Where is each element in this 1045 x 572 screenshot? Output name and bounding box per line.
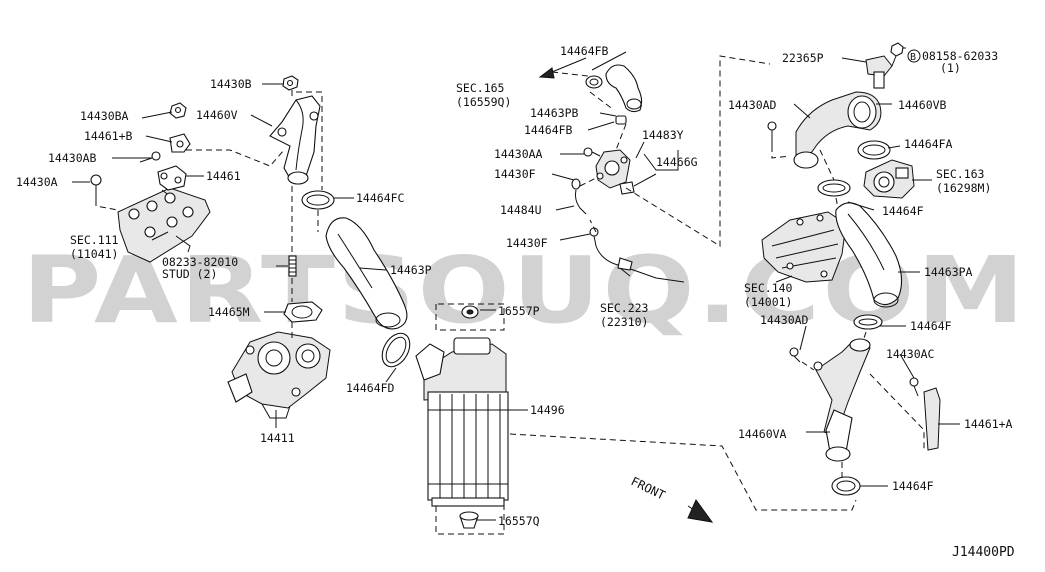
label-sec111-number: (11041) xyxy=(70,247,118,261)
label-14430aa: 14430AA xyxy=(494,147,543,161)
label-14464fa: 14464FA xyxy=(904,137,953,151)
label-sec223: SEC.223 xyxy=(600,301,649,315)
label-14463pa: 14463PA xyxy=(924,265,973,279)
hose-14463pb-part[interactable] xyxy=(605,64,643,113)
label-14464fd: 14464FD xyxy=(346,381,395,395)
label-14466g: 14466G xyxy=(656,155,698,169)
label-sec165-number: (16559Q) xyxy=(456,95,511,109)
label-14460vb: 14460VB xyxy=(898,98,947,112)
label-14461a: 14461+A xyxy=(964,417,1013,431)
bolt-14430ab-part[interactable] xyxy=(139,151,161,163)
label-sec223-number: (22310) xyxy=(600,315,648,329)
label-16557p: 16557P xyxy=(498,304,540,318)
b-circle-icon xyxy=(907,49,921,63)
label-b-circle: B xyxy=(910,52,916,63)
turbo-outlet-pipe-14460v-part[interactable] xyxy=(269,95,321,185)
label-14464fb-top: 14464FB xyxy=(560,44,609,58)
stud-part[interactable] xyxy=(288,255,297,277)
label-14460va: 14460VA xyxy=(738,427,787,441)
bolt-14430ad-mid-part[interactable] xyxy=(789,347,801,363)
intercooler-14496-part[interactable] xyxy=(415,337,509,507)
bolt-14430ac-part[interactable] xyxy=(909,377,919,397)
bolt-08158-62033-part[interactable] xyxy=(890,42,904,67)
sec165-arrow-icon xyxy=(538,57,587,79)
label-14430f-bot: 14430F xyxy=(506,236,548,250)
bracket-14461b-part[interactable] xyxy=(169,133,191,153)
label-14430ba: 14430BA xyxy=(80,109,129,123)
label-bolt-partno: 08158-62033 xyxy=(922,49,998,63)
grommet-16557q-part[interactable] xyxy=(459,511,479,529)
clamp-14464fb-mid-part[interactable] xyxy=(615,115,627,125)
throttle-body-part[interactable] xyxy=(863,159,915,199)
gasket-14466g-part[interactable] xyxy=(619,181,635,195)
label-sec111: SEC.111 xyxy=(70,233,119,247)
pipe-14460va-part[interactable] xyxy=(813,338,871,462)
label-14463pb: 14463PB xyxy=(530,106,579,120)
hose-14484u-part[interactable] xyxy=(571,178,685,283)
label-14463p: 14463P xyxy=(390,263,432,277)
bolt-14430a-part[interactable] xyxy=(90,174,102,200)
grommet-16557p-part[interactable] xyxy=(461,305,479,319)
bolt-14430aa-part[interactable] xyxy=(583,147,601,157)
clamp-14464f-2-part[interactable] xyxy=(853,314,883,330)
label-16557q: 16557Q xyxy=(498,514,540,528)
bracket-14461a-part[interactable] xyxy=(923,387,941,451)
label-14430f-top: 14430F xyxy=(494,167,536,181)
label-stud-partno: 08233-82010 xyxy=(162,255,238,269)
label-14430ad-mid: 14430AD xyxy=(760,313,809,327)
label-14464f-1: 14464F xyxy=(882,204,924,218)
nut-14430b-part[interactable] xyxy=(282,75,299,91)
label-14430a: 14430A xyxy=(16,175,58,189)
label-sec165: SEC.165 xyxy=(456,81,504,95)
diagram-code: J14400PD xyxy=(952,545,1015,560)
label-14430ad-top: 14430AD xyxy=(728,98,777,112)
turbocharger-14411-part[interactable] xyxy=(227,331,331,419)
label-14430b: 14430B xyxy=(210,77,252,91)
label-14461: 14461 xyxy=(206,169,241,183)
label-sec163: SEC.163 xyxy=(936,167,985,181)
gasket-14465m-part[interactable] xyxy=(283,301,323,323)
bracket-14461-part[interactable] xyxy=(157,165,187,191)
label-bolt-qty: (1) xyxy=(940,61,961,75)
clamp-14464f-3-part[interactable] xyxy=(831,476,861,496)
clamp-14464f-1-part[interactable] xyxy=(817,179,851,197)
label-14430ac: 14430AC xyxy=(886,347,935,361)
label-14411: 14411 xyxy=(260,431,295,445)
label-sec140: SEC.140 xyxy=(744,281,793,295)
label-14460v: 14460V xyxy=(196,108,238,122)
label-14430ab: 14430AB xyxy=(48,151,97,165)
label-14484u: 14484U xyxy=(500,203,542,217)
label-14461b: 14461+B xyxy=(84,129,133,143)
label-sec163-number: (16298M) xyxy=(936,181,991,195)
hose-14463p-part[interactable] xyxy=(325,217,408,330)
label-sec140-number: (14001) xyxy=(744,295,792,309)
clamp-14464fb-top-part[interactable] xyxy=(585,75,603,89)
label-14465m: 14465M xyxy=(208,305,250,319)
clamp-14464fa-part[interactable] xyxy=(857,140,891,160)
label-14464f-2: 14464F xyxy=(910,319,952,333)
label-14464fb-mid: 14464FB xyxy=(524,123,573,137)
label-14464f-3: 14464F xyxy=(892,479,934,493)
clamp-14464fd-part[interactable] xyxy=(377,328,416,371)
intake-manifold-part[interactable] xyxy=(761,211,847,283)
label-14496: 14496 xyxy=(530,403,565,417)
label-14483y: 14483Y xyxy=(642,128,684,142)
valve-14483y-part[interactable] xyxy=(595,149,631,189)
label-22365p: 22365P xyxy=(782,51,824,65)
nut-14430ba-part[interactable] xyxy=(169,102,187,119)
pipe-14460vb-part[interactable] xyxy=(793,91,882,169)
front-label: FRONT xyxy=(629,474,668,502)
sensor-22365p-part[interactable] xyxy=(865,55,893,89)
label-14464fc: 14464FC xyxy=(356,191,405,205)
bolt-14430ad-top-part[interactable] xyxy=(767,121,777,146)
clamp-14464fc-part[interactable] xyxy=(301,190,335,210)
label-stud-qty: STUD (2) xyxy=(162,267,217,281)
exhaust-manifold-part[interactable] xyxy=(117,187,211,263)
front-arrow-icon xyxy=(687,499,714,523)
